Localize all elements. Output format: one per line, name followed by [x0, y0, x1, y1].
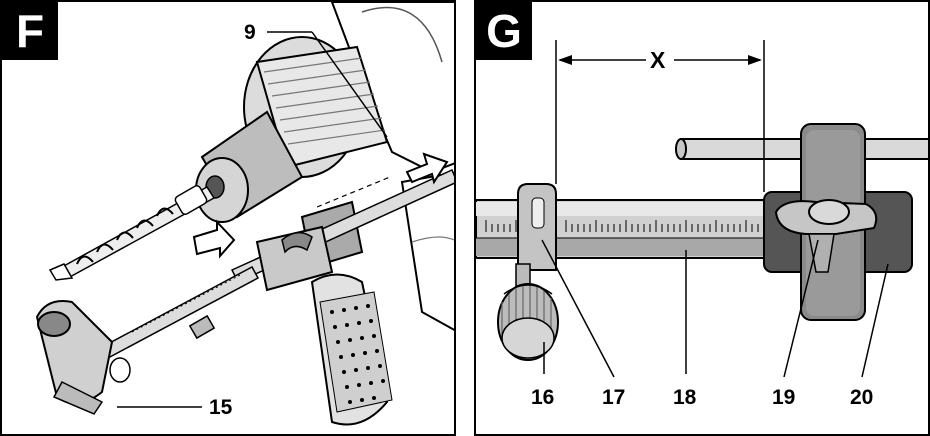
panel-letter: F	[2, 2, 58, 60]
callout-16: 16	[531, 386, 555, 409]
callout-20: 20	[850, 386, 874, 409]
knurled-knob	[497, 263, 559, 361]
insert-arrow-right	[405, 152, 449, 185]
dimension-label-x: X	[650, 47, 666, 73]
insert-arrow-left	[192, 219, 236, 259]
dust-extraction-cup	[35, 300, 131, 415]
figure-panel-f: F 9 15	[0, 0, 456, 436]
drill-bit	[48, 185, 216, 281]
side-handle	[300, 200, 393, 426]
callout-18: 18	[673, 386, 697, 409]
wing-screw	[774, 199, 878, 273]
callout-19: 19	[772, 386, 796, 409]
panel-letter: G	[476, 2, 532, 60]
depth-stop-clamp	[188, 225, 334, 340]
figure-panel-g: G X 16 17 18 19 20	[474, 0, 930, 436]
callout-15: 15	[209, 396, 233, 419]
callout-9: 9	[244, 21, 256, 44]
depth-scale-illustration	[476, 40, 928, 378]
drill-depth-stop-illustration	[35, 2, 454, 426]
dimension-x-lines	[555, 40, 765, 192]
callout-17: 17	[602, 386, 626, 409]
drill-chuck	[195, 110, 304, 223]
